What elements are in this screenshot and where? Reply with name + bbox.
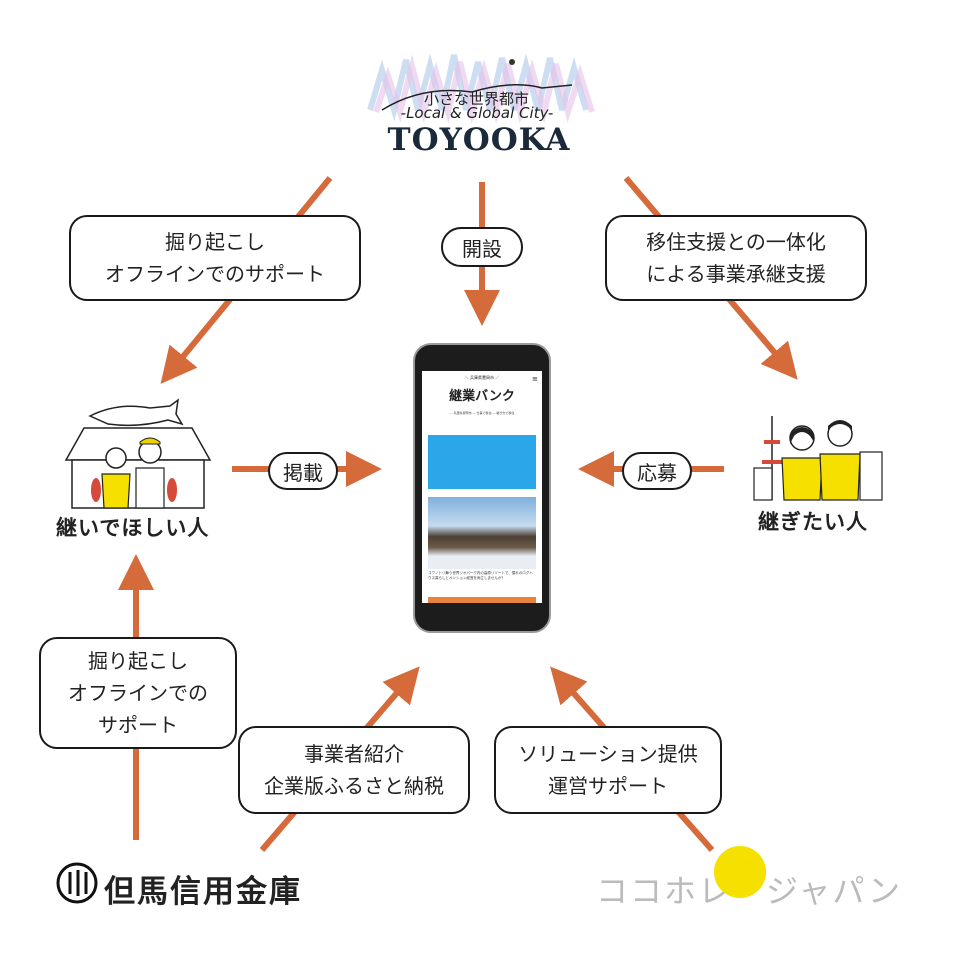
app-tagline: ― 兵庫県豊岡市 ― 仕事で移住 ― 継ぎ方で移住: [449, 411, 515, 415]
label-top-right-line2: による事業承継支援: [646, 262, 826, 286]
label-top-right-line1: 移住支援との一体化: [646, 230, 826, 254]
bank-name: 但馬信用金庫: [104, 874, 302, 910]
label-bottom-center: 事業者紹介 企業版ふるさと納税: [238, 726, 470, 814]
logo-name: TOYOOKA: [387, 122, 571, 158]
label-left-mid-text: 掲載: [283, 460, 323, 485]
label-bottom-left-line1: 掘り起こし: [88, 649, 188, 673]
label-bottom-center-line1: 事業者紹介: [304, 742, 404, 766]
label-left-mid: 掲載: [268, 452, 338, 490]
bank-emblem-icon: [56, 862, 98, 904]
young-couple-illustration: [753, 416, 883, 501]
label-top-center-text: 開設: [462, 236, 502, 261]
logo-subtitle: 小さな世界都市: [424, 90, 530, 108]
shop-owners-illustration: [64, 398, 212, 509]
logo-tagline: -Local & Global City-: [400, 104, 554, 122]
toyooka-wave-icon: [367, 53, 595, 124]
app-region: ＼ 兵庫県豊岡市 ／: [464, 375, 500, 380]
label-right-mid-text: 応募: [637, 460, 677, 485]
label-top-right: 移住支援との一体化 による事業承継支援: [605, 215, 867, 301]
menu-icon[interactable]: ≡: [532, 375, 538, 383]
label-right-mid: 応募: [622, 452, 692, 490]
label-bottom-right-line1: ソリューション提供: [518, 742, 698, 766]
app-info-box: [428, 435, 536, 489]
app-title: 継業バンク: [449, 389, 515, 404]
label-top-left: 掘り起こし オフラインでのサポート: [69, 215, 361, 301]
label-top-left-line1: 掘り起こし: [165, 230, 265, 254]
smartphone-mockup: ＼ 兵庫県豊岡市 ／ ≡ 継業バンク ― 兵庫県豊岡市 ― 仕事で移住 ― 継ぎ…: [413, 343, 551, 633]
label-top-center: 開設: [441, 227, 523, 267]
label-bottom-center-line2: 企業版ふるさと納税: [264, 774, 444, 798]
sun-icon: [714, 846, 766, 898]
app-orange-bar: [428, 597, 536, 603]
buyer-label: 継ぎたい人: [758, 510, 868, 534]
label-bottom-left-line2: オフラインでの: [68, 681, 208, 705]
label-bottom-left-line3: サポート: [98, 713, 178, 737]
seller-label: 継いでほしい人: [56, 516, 210, 540]
post-title[interactable]: コウノトリ舞う世界ジオパーク内の高原リゾートで、憧れのログハウス暮らしとペンショ…: [428, 571, 533, 580]
japan-text: ジャパン: [766, 872, 903, 910]
label-bottom-right: ソリューション提供 運営サポート: [494, 726, 722, 814]
label-bottom-right-line2: 運営サポート: [548, 774, 668, 798]
log-house-photo[interactable]: [428, 497, 536, 569]
label-top-left-line2: オフラインでのサポート: [105, 262, 325, 286]
app-screen: ＼ 兵庫県豊岡市 ／ ≡ 継業バンク ― 兵庫県豊岡市 ― 仕事で移住 ― 継ぎ…: [422, 371, 542, 603]
kokohore-text: ココホレ: [596, 872, 733, 910]
label-bottom-left: 掘り起こし オフラインでの サポート: [39, 637, 237, 749]
